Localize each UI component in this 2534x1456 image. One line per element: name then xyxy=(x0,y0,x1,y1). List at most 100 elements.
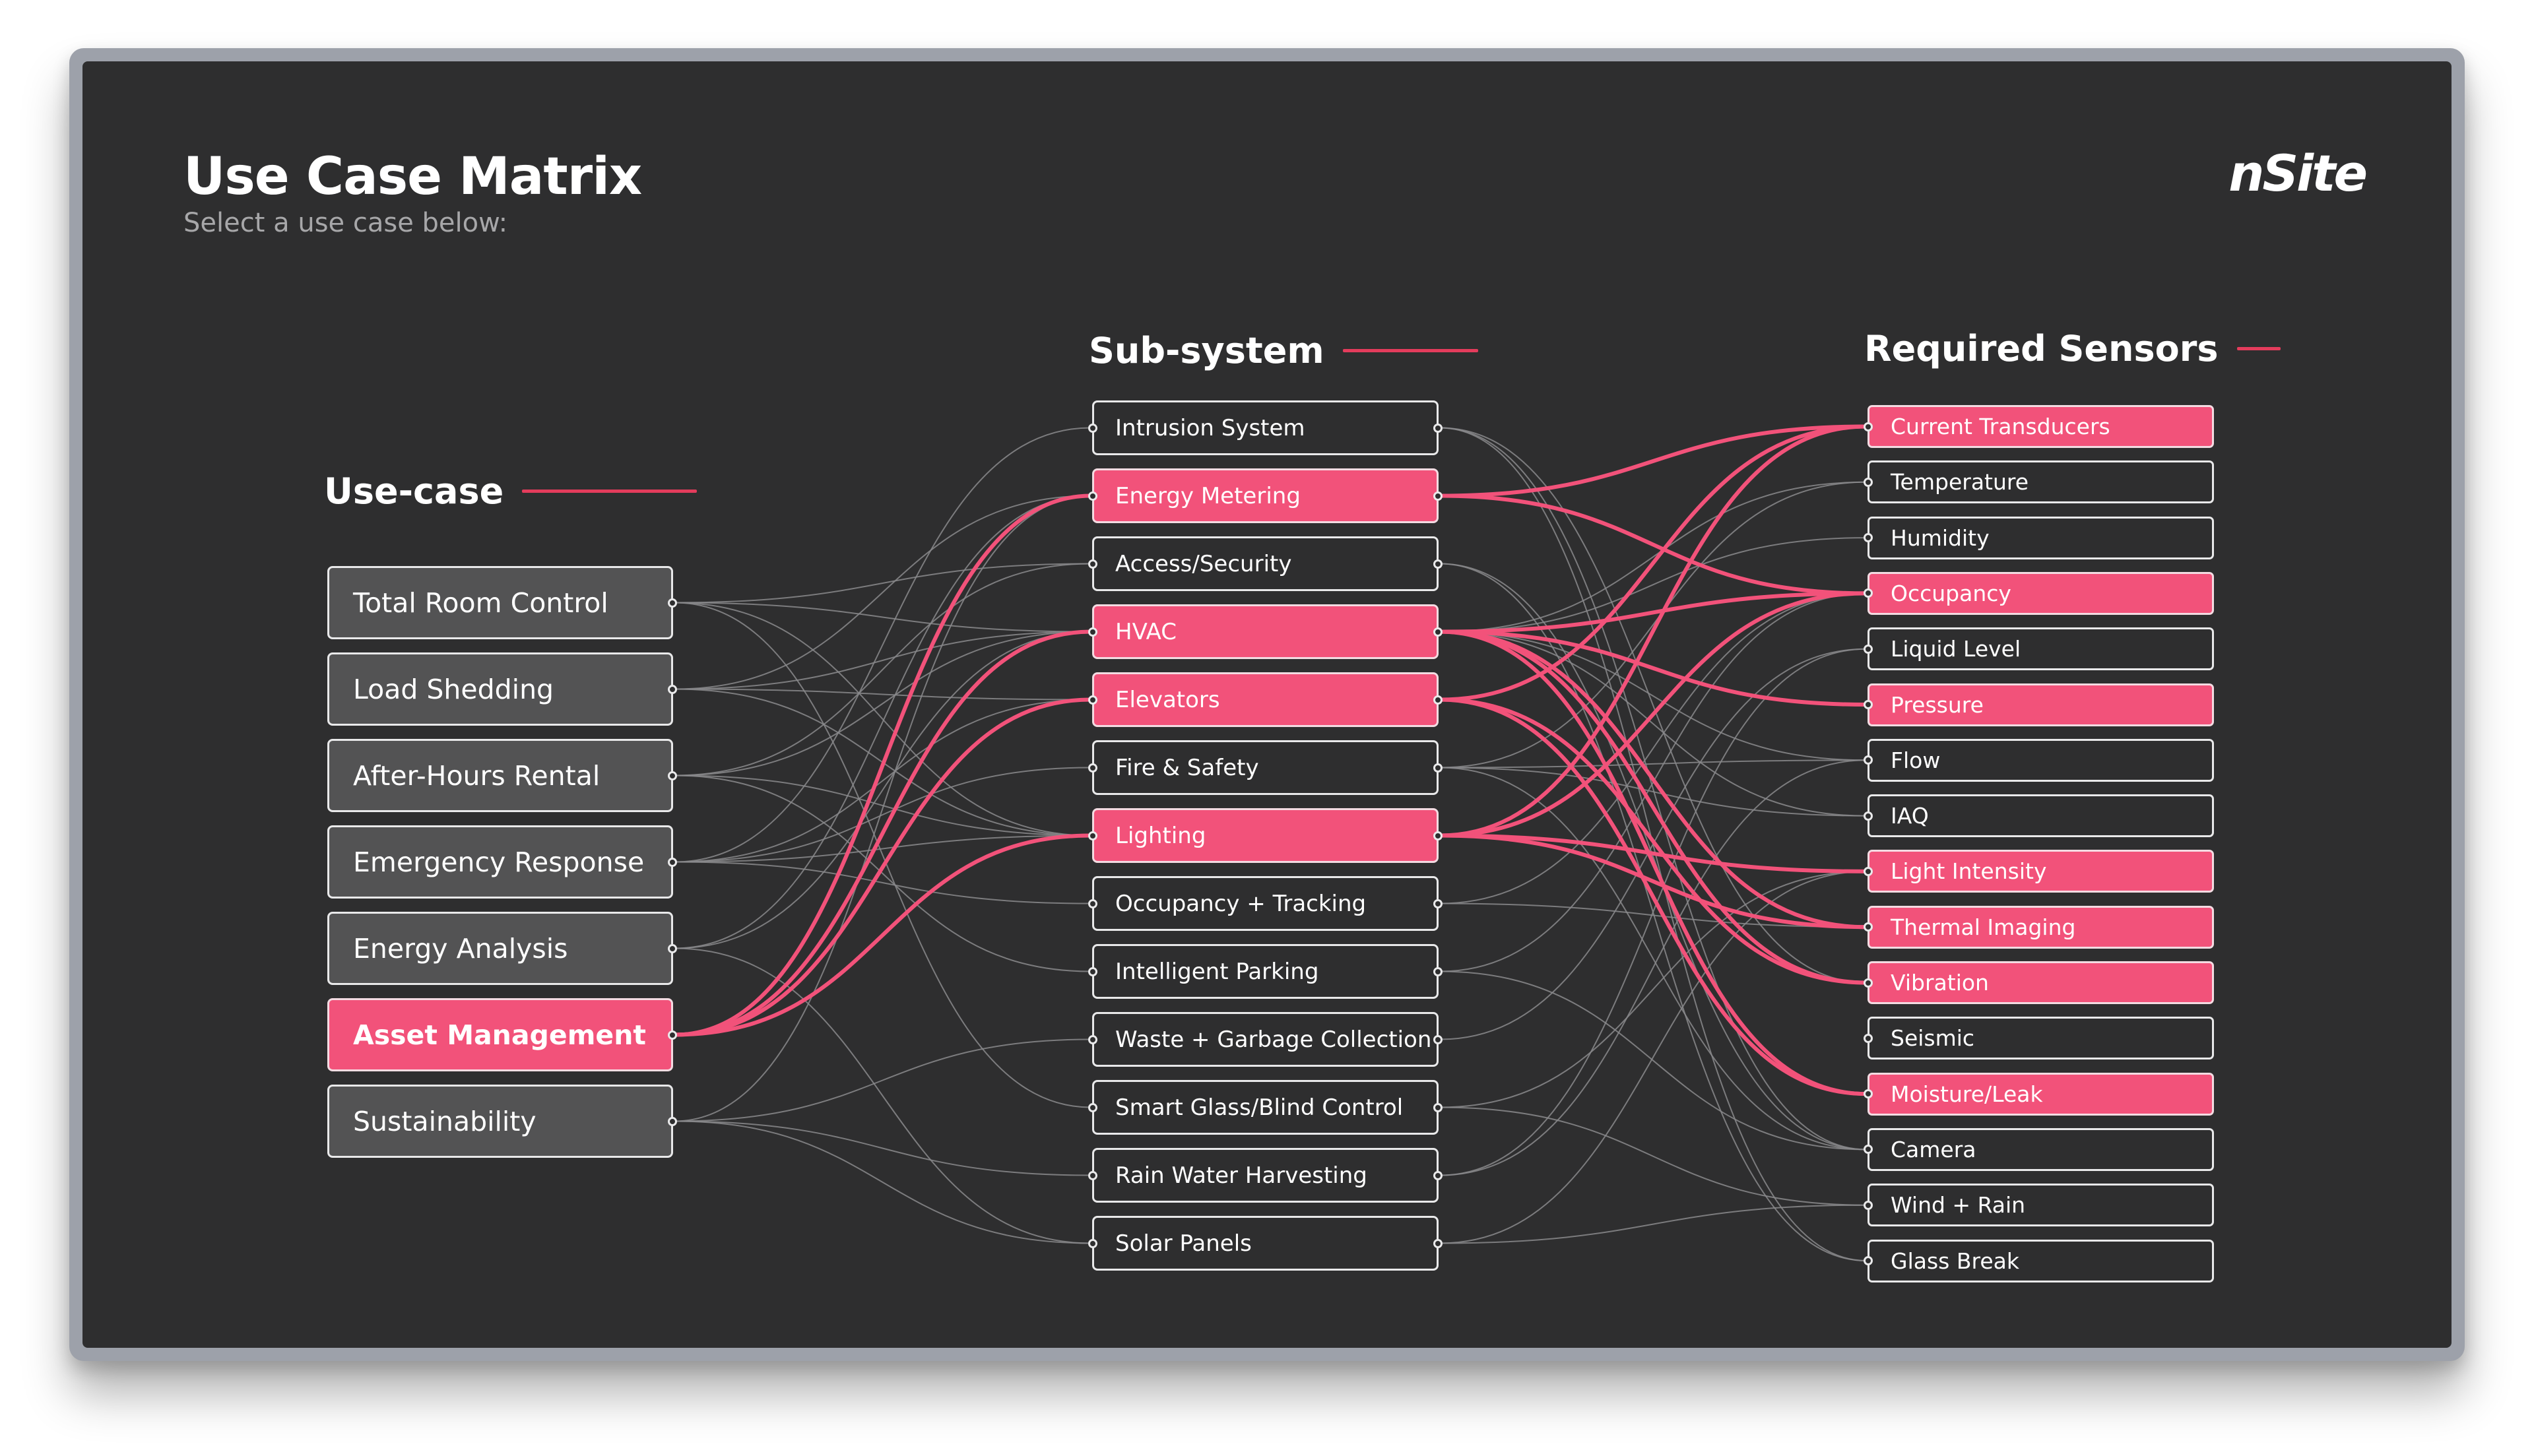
connector-port-left[interactable] xyxy=(1864,588,1873,598)
connector-port-left[interactable] xyxy=(1088,423,1097,433)
connector-port-left[interactable] xyxy=(1088,1102,1097,1112)
connector-port-left[interactable] xyxy=(1864,533,1873,543)
connector-port-left[interactable] xyxy=(1088,627,1097,637)
sn-item-pressure[interactable]: Pressure xyxy=(1864,683,2214,726)
connector-port-left[interactable] xyxy=(1864,755,1873,765)
connector-port-left[interactable] xyxy=(1864,1256,1873,1265)
ss-item-label: Smart Glass/Blind Control xyxy=(1115,1094,1404,1121)
connector-port-left[interactable] xyxy=(1088,831,1097,840)
connector-port-right[interactable] xyxy=(1433,1102,1443,1112)
ss-item-access-security[interactable]: Access/Security xyxy=(1088,536,1443,591)
connector-port-left[interactable] xyxy=(1088,763,1097,773)
connector-port-left[interactable] xyxy=(1088,966,1097,976)
uc-item-load-shedding[interactable]: Load Shedding xyxy=(327,652,677,726)
sn-item-moisture-leak[interactable]: Moisture/Leak xyxy=(1864,1072,2214,1116)
sn-item-current-transducers[interactable]: Current Transducers xyxy=(1864,405,2214,448)
uc-item-after-hours-rental[interactable]: After-Hours Rental xyxy=(327,739,677,812)
connector-port-left[interactable] xyxy=(1088,1170,1097,1180)
connector-port-right[interactable] xyxy=(1433,491,1443,501)
uc-item-label: After-Hours Rental xyxy=(353,759,601,792)
sn-item-seismic[interactable]: Seismic xyxy=(1864,1017,2214,1060)
connector-port-right[interactable] xyxy=(668,1030,677,1040)
connector-port-right[interactable] xyxy=(1433,831,1443,840)
connector-port-left[interactable] xyxy=(1088,559,1097,569)
active-connection-line xyxy=(1439,629,1867,930)
uc-item-asset-management[interactable]: Asset Management xyxy=(327,998,677,1071)
connector-port-right[interactable] xyxy=(1433,1170,1443,1180)
active-connection-line xyxy=(1439,833,1867,930)
connector-port-left[interactable] xyxy=(1864,1200,1873,1210)
sn-item-iaq[interactable]: IAQ xyxy=(1864,794,2214,838)
ss-item-fire-safety[interactable]: Fire & Safety xyxy=(1088,740,1443,795)
active-connection-line xyxy=(1439,697,1867,985)
uc-item-emergency-response[interactable]: Emergency Response xyxy=(327,825,677,899)
connector-port-left[interactable] xyxy=(1864,866,1873,876)
ss-item-elevators[interactable]: Elevators xyxy=(1088,672,1443,727)
sn-item-camera[interactable]: Camera xyxy=(1864,1127,2214,1171)
connector-port-right[interactable] xyxy=(1433,559,1443,569)
connector-port-left[interactable] xyxy=(1088,1238,1097,1248)
ss-item-waste-garbage-collection[interactable]: Waste + Garbage Collection xyxy=(1088,1012,1443,1067)
connector-port-right[interactable] xyxy=(668,1116,677,1126)
sn-item-light-intensity[interactable]: Light Intensity xyxy=(1864,850,2214,893)
connector-port-right[interactable] xyxy=(668,771,677,780)
uc-item-energy-analysis[interactable]: Energy Analysis xyxy=(327,912,677,985)
sn-item-humidity[interactable]: Humidity xyxy=(1864,516,2214,559)
uc-item-total-room-control[interactable]: Total Room Control xyxy=(327,566,677,639)
sn-item-label: Temperature xyxy=(1891,469,2029,495)
ss-item-intrusion-system[interactable]: Intrusion System xyxy=(1088,400,1443,455)
ss-item-label: Access/Security xyxy=(1115,550,1292,577)
connector-port-left[interactable] xyxy=(1864,811,1873,821)
connector-port-left[interactable] xyxy=(1864,1033,1873,1043)
connector-port-left[interactable] xyxy=(1864,477,1873,487)
ss-item-label: Solar Panels xyxy=(1115,1230,1252,1257)
connector-port-right[interactable] xyxy=(1433,899,1443,908)
sn-item-glass-break[interactable]: Glass Break xyxy=(1864,1239,2214,1282)
connection-line xyxy=(674,602,1091,837)
connector-port-right[interactable] xyxy=(668,943,677,953)
connector-port-left[interactable] xyxy=(1864,978,1873,988)
connector-port-right[interactable] xyxy=(668,598,677,608)
sn-item-wind-rain[interactable]: Wind + Rain xyxy=(1864,1184,2214,1227)
sub-system-heading: Sub-system xyxy=(1089,330,1478,371)
connector-port-right[interactable] xyxy=(1433,695,1443,705)
connector-port-left[interactable] xyxy=(1864,422,1873,431)
connector-port-right[interactable] xyxy=(668,857,677,867)
connector-port-left[interactable] xyxy=(1088,491,1097,501)
connection-line xyxy=(1439,427,1867,1151)
sn-item-thermal-imaging[interactable]: Thermal Imaging xyxy=(1864,905,2214,949)
connector-port-right[interactable] xyxy=(1433,423,1443,433)
connector-port-right[interactable] xyxy=(668,684,677,694)
connector-port-left[interactable] xyxy=(1864,1089,1873,1099)
sn-item-flow[interactable]: Flow xyxy=(1864,738,2214,782)
ss-item-energy-metering[interactable]: Energy Metering xyxy=(1088,468,1443,523)
connector-port-right[interactable] xyxy=(1433,966,1443,976)
connection-line xyxy=(1439,767,1867,817)
ss-item-occupancy-tracking[interactable]: Occupancy + Tracking xyxy=(1088,876,1443,931)
sn-item-label: Seismic xyxy=(1891,1025,1975,1052)
connector-port-right[interactable] xyxy=(1433,1238,1443,1248)
connector-port-right[interactable] xyxy=(1433,1034,1443,1044)
connection-line xyxy=(674,1120,1091,1176)
uc-item-sustainability[interactable]: Sustainability xyxy=(327,1085,677,1158)
sn-item-occupancy[interactable]: Occupancy xyxy=(1864,571,2214,615)
sn-item-vibration[interactable]: Vibration xyxy=(1864,961,2214,1004)
connector-port-right[interactable] xyxy=(1433,763,1443,773)
connector-port-left[interactable] xyxy=(1088,1034,1097,1044)
ss-item-smart-glass-blind-control[interactable]: Smart Glass/Blind Control xyxy=(1088,1080,1443,1135)
ss-item-rain-water-harvesting[interactable]: Rain Water Harvesting xyxy=(1088,1148,1443,1203)
connection-line xyxy=(674,427,1091,863)
ss-item-hvac[interactable]: HVAC xyxy=(1088,604,1443,659)
connector-port-left[interactable] xyxy=(1864,644,1873,654)
sn-item-liquid-level[interactable]: Liquid Level xyxy=(1864,627,2214,671)
connector-port-right[interactable] xyxy=(1433,627,1443,637)
connector-port-left[interactable] xyxy=(1864,922,1873,932)
connector-port-left[interactable] xyxy=(1088,899,1097,908)
ss-item-lighting[interactable]: Lighting xyxy=(1088,808,1443,863)
connector-port-left[interactable] xyxy=(1088,695,1097,705)
connector-port-left[interactable] xyxy=(1864,700,1873,709)
connector-port-left[interactable] xyxy=(1864,1145,1873,1155)
ss-item-solar-panels[interactable]: Solar Panels xyxy=(1088,1216,1443,1271)
sn-item-temperature[interactable]: Temperature xyxy=(1864,460,2214,504)
ss-item-intelligent-parking[interactable]: Intelligent Parking xyxy=(1088,944,1443,999)
